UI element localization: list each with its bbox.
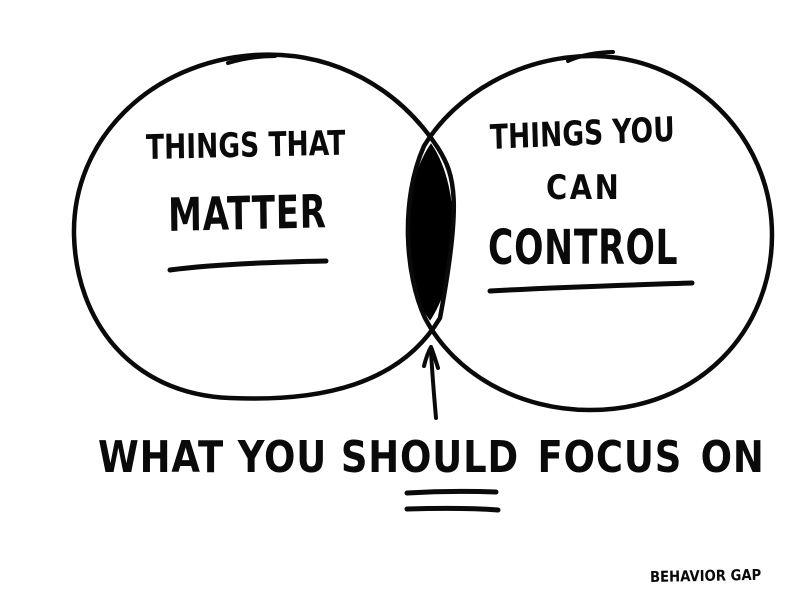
brand-signature: Behavior Gap	[649, 565, 762, 586]
left-circle-label-line-1: Things That	[145, 123, 346, 168]
caption-part-3: On	[700, 432, 765, 483]
arrow-up-icon	[422, 345, 440, 420]
underline-focus-2	[404, 505, 501, 513]
left-circle-overstroke	[226, 54, 277, 65]
underline-focus-1	[404, 488, 499, 496]
caption-part-1: What You Should	[98, 432, 520, 483]
right-circle-overstroke	[566, 50, 615, 63]
right-circle-label-line-2: Can	[546, 168, 622, 208]
left-circle	[71, 52, 457, 401]
caption: What You Should Focus On	[98, 432, 765, 492]
caption-emphasis-focus: Focus	[537, 432, 683, 483]
right-circle-label-line-1: Things You	[489, 109, 676, 158]
underline-control	[487, 280, 695, 294]
right-circle-label-line-3: Control	[488, 220, 679, 276]
left-circle-label-line-2: Matter	[167, 184, 328, 242]
underline-matter	[167, 258, 329, 273]
